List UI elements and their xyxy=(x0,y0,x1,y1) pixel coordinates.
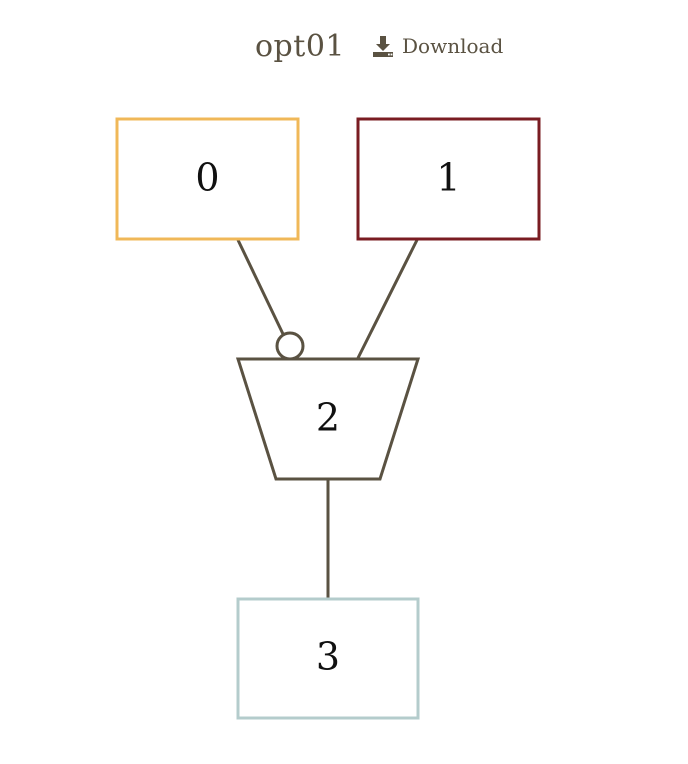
download-icon xyxy=(373,36,393,57)
download-button[interactable]: Download xyxy=(371,34,503,58)
node-0[interactable]: 0 xyxy=(115,117,300,241)
node-1-box xyxy=(356,117,541,241)
node-0-label: 0 xyxy=(195,156,219,200)
node-2[interactable]: 2 xyxy=(235,357,421,481)
node-0-box xyxy=(115,117,300,241)
node-2-label: 2 xyxy=(316,396,340,440)
edge-1-to-2 xyxy=(356,239,419,359)
page-title: opt01 xyxy=(255,28,345,64)
download-label: Download xyxy=(402,34,504,58)
edge-0-to-2 xyxy=(236,239,285,335)
node-1-label: 1 xyxy=(436,156,460,200)
node-1[interactable]: 1 xyxy=(356,117,541,241)
node-3-box xyxy=(236,597,420,720)
node-3[interactable]: 3 xyxy=(236,597,420,720)
node-2-trapezoid xyxy=(235,357,421,481)
edge-0-to-2-inverter-circle xyxy=(275,331,305,361)
node-3-label: 3 xyxy=(316,635,340,679)
header: opt01 Download xyxy=(255,26,503,66)
